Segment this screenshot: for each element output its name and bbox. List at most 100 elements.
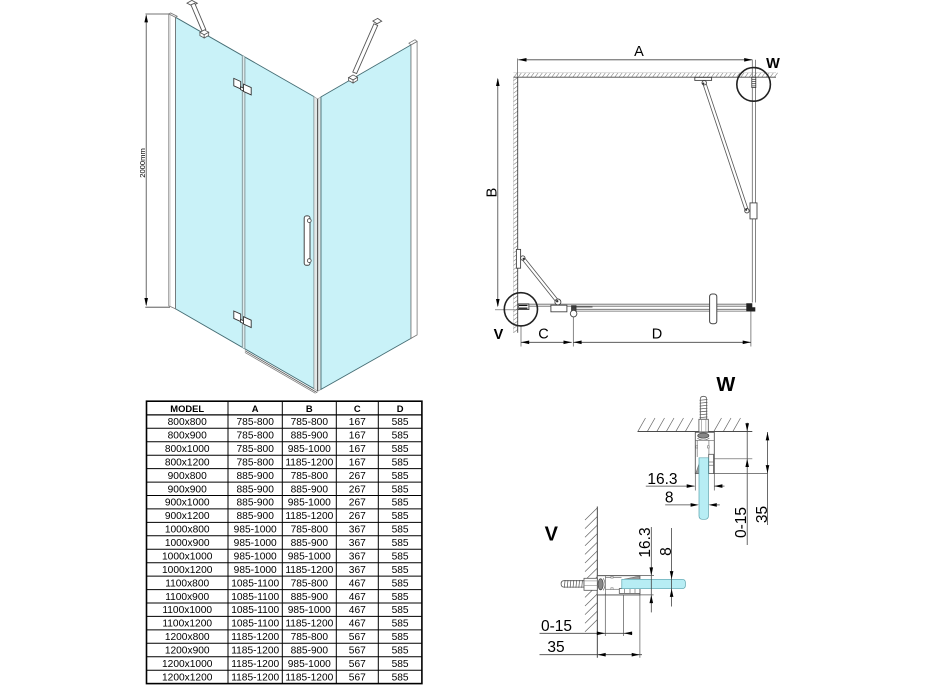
svg-text:1185-1200: 1185-1200 [231,659,279,670]
svg-text:W: W [716,374,735,396]
svg-text:785-800: 785-800 [291,578,329,589]
svg-text:C: C [538,326,548,342]
svg-text:585: 585 [392,484,409,495]
svg-text:885-900: 885-900 [237,471,275,482]
svg-text:1185-1200: 1185-1200 [285,565,333,576]
svg-text:367: 367 [349,552,366,563]
svg-text:800x1000: 800x1000 [165,444,210,455]
svg-text:785-800: 785-800 [237,431,275,442]
svg-text:1085-1100: 1085-1100 [231,592,279,603]
svg-text:A: A [634,44,644,60]
svg-text:467: 467 [349,619,366,630]
svg-text:367: 367 [349,525,366,536]
svg-text:467: 467 [349,605,366,616]
svg-text:985-1000: 985-1000 [234,538,277,549]
svg-text:35: 35 [754,506,771,523]
svg-text:1185-1200: 1185-1200 [285,672,333,683]
svg-text:1200x1000: 1200x1000 [162,659,213,670]
svg-text:900x1000: 900x1000 [165,498,210,509]
svg-text:585: 585 [392,538,409,549]
svg-text:1000x1200: 1000x1200 [162,565,213,576]
svg-text:785-800: 785-800 [291,417,329,428]
svg-text:1185-1200: 1185-1200 [285,457,333,468]
svg-text:785-800: 785-800 [237,457,275,468]
svg-text:1000x1000: 1000x1000 [162,552,213,563]
svg-text:1000x900: 1000x900 [165,538,210,549]
svg-text:367: 367 [349,565,366,576]
svg-text:785-800: 785-800 [291,471,329,482]
svg-text:16.3: 16.3 [647,471,677,488]
svg-text:D: D [397,403,404,414]
svg-text:885-900: 885-900 [237,498,275,509]
svg-text:585: 585 [392,592,409,603]
svg-text:585: 585 [392,471,409,482]
svg-text:585: 585 [392,619,409,630]
svg-text:1200x1200: 1200x1200 [162,672,213,683]
svg-text:1185-1200: 1185-1200 [231,632,279,643]
svg-text:B: B [485,188,501,198]
svg-text:2000mm: 2000mm [138,148,147,178]
svg-text:16.3: 16.3 [637,527,654,557]
svg-text:167: 167 [349,457,366,468]
svg-text:1100x800: 1100x800 [165,578,209,589]
svg-text:V: V [545,524,559,546]
svg-text:8: 8 [658,547,675,556]
svg-text:785-800: 785-800 [237,444,275,455]
svg-text:A: A [252,403,259,414]
svg-text:8: 8 [665,490,674,507]
svg-text:585: 585 [392,605,409,616]
svg-text:585: 585 [392,578,409,589]
svg-text:585: 585 [392,511,409,522]
svg-text:900x1200: 900x1200 [165,511,210,522]
svg-text:885-900: 885-900 [237,511,275,522]
svg-text:985-1000: 985-1000 [288,659,331,670]
svg-text:585: 585 [392,417,409,428]
svg-text:985-1000: 985-1000 [288,605,331,616]
svg-text:1085-1100: 1085-1100 [231,605,279,616]
svg-text:1185-1200: 1185-1200 [285,619,333,630]
svg-text:567: 567 [349,659,366,670]
svg-text:585: 585 [392,457,409,468]
svg-text:885-900: 885-900 [291,538,329,549]
svg-text:267: 267 [349,484,366,495]
svg-text:800x800: 800x800 [168,417,207,428]
svg-text:V: V [494,327,504,343]
svg-text:567: 567 [349,646,366,657]
svg-text:467: 467 [349,592,366,603]
svg-text:C: C [354,403,361,414]
svg-text:985-1000: 985-1000 [288,498,331,509]
svg-text:367: 367 [349,538,366,549]
svg-text:W: W [766,56,780,72]
svg-text:585: 585 [392,431,409,442]
svg-text:267: 267 [349,498,366,509]
svg-text:900x900: 900x900 [168,484,207,495]
svg-text:585: 585 [392,498,409,509]
svg-text:167: 167 [349,444,366,455]
svg-text:MODEL: MODEL [170,403,204,414]
svg-text:1185-1200: 1185-1200 [285,511,333,522]
svg-text:1185-1200: 1185-1200 [231,646,279,657]
svg-text:B: B [306,403,313,414]
svg-text:800x1200: 800x1200 [165,457,210,468]
svg-text:985-1000: 985-1000 [234,525,277,536]
svg-text:985-1000: 985-1000 [234,565,277,576]
svg-text:35: 35 [547,639,564,656]
svg-text:785-800: 785-800 [237,417,275,428]
svg-text:567: 567 [349,632,366,643]
svg-text:585: 585 [392,659,409,670]
svg-text:885-900: 885-900 [291,484,329,495]
svg-text:885-900: 885-900 [291,431,329,442]
svg-text:267: 267 [349,511,366,522]
svg-text:585: 585 [392,552,409,563]
svg-text:900x800: 900x800 [168,471,207,482]
svg-text:800x900: 800x900 [168,431,207,442]
svg-text:785-800: 785-800 [291,632,329,643]
svg-text:467: 467 [349,578,366,589]
svg-text:985-1000: 985-1000 [288,444,331,455]
svg-text:1100x1200: 1100x1200 [162,619,212,630]
svg-text:1000x800: 1000x800 [165,525,210,536]
svg-text:785-800: 785-800 [291,525,329,536]
svg-text:585: 585 [392,525,409,536]
svg-text:267: 267 [349,471,366,482]
svg-text:D: D [652,326,662,342]
